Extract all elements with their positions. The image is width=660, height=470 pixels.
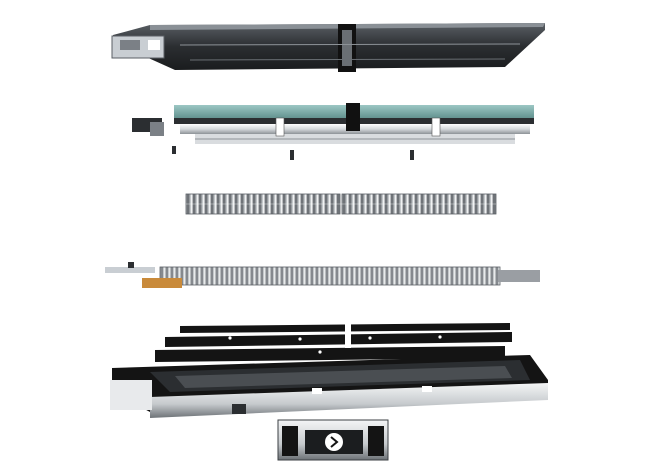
cooling-plate-layer <box>132 103 534 160</box>
tray-frame-layer <box>155 322 512 362</box>
base-enclosure-layer <box>110 355 548 461</box>
cell-module-lower-layer <box>105 262 540 288</box>
cell-module-upper-layer <box>185 193 497 215</box>
top-cover-layer <box>111 23 545 72</box>
